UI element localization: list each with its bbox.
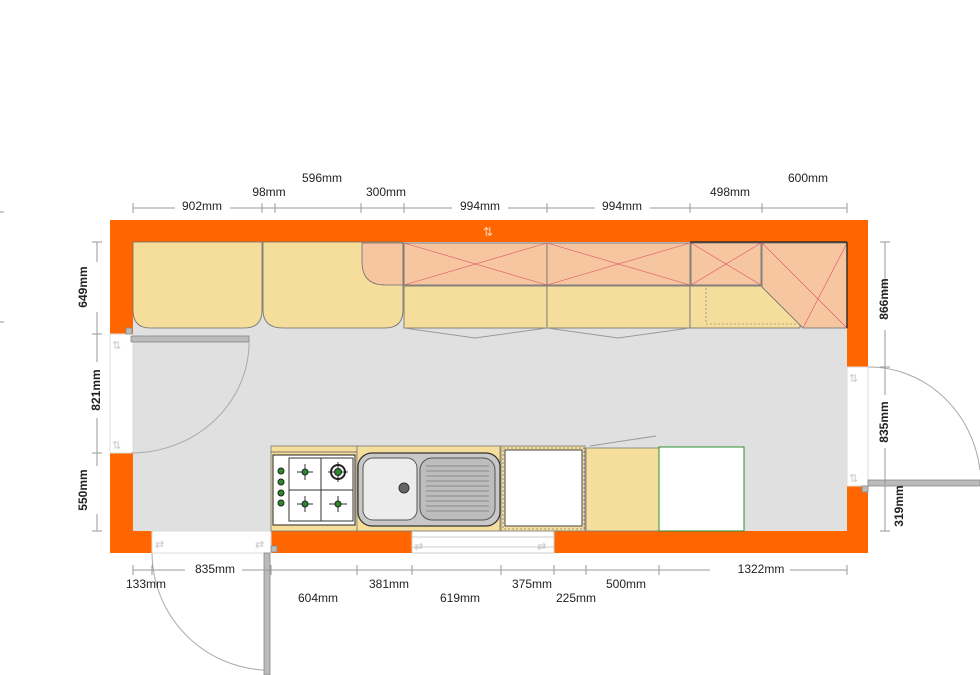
fridge <box>658 446 745 532</box>
svg-text:⇄: ⇄ <box>414 541 423 553</box>
base-cabinet <box>546 285 691 329</box>
dim-label: 994mm <box>602 199 642 213</box>
wall-right-upper <box>847 220 868 367</box>
wall-cabinet-corner <box>361 242 404 286</box>
sink-unit <box>356 445 501 532</box>
walls <box>110 220 868 553</box>
dim-label: 498mm <box>710 185 750 199</box>
door-left <box>125 327 250 454</box>
opening-arrow-icon: ⇅ <box>112 440 121 452</box>
dim-label: 1322mm <box>738 562 785 576</box>
dim-label: 619mm <box>440 591 480 605</box>
dim-label: 225mm <box>556 591 596 605</box>
door-leaf <box>130 335 250 343</box>
dim-label: 994mm <box>460 199 500 213</box>
opening-arrow-icon: ⇅ <box>112 340 121 352</box>
door-leaf <box>263 552 271 675</box>
dim-label: 866mm <box>877 278 891 319</box>
door-swing-icon <box>130 341 250 454</box>
wall-left-lower <box>110 453 133 553</box>
wall-cabinet-cross-marks <box>403 242 848 329</box>
base-cabinet <box>585 447 660 532</box>
door-right <box>861 366 980 493</box>
wall-top <box>110 220 868 242</box>
dim-label: 835mm <box>195 562 235 576</box>
window: ⇄ ⇄ <box>411 530 555 554</box>
dim-label: 600mm <box>788 171 828 185</box>
dimension-lines <box>92 203 890 575</box>
wall-bottom-left-stub <box>110 531 152 553</box>
opening-arrow-icon: ⇄ <box>155 539 164 551</box>
sink-icon <box>357 452 501 527</box>
wall-bottom-right <box>554 531 868 553</box>
dim-label: 596mm <box>302 171 342 185</box>
door-leaf <box>867 479 980 487</box>
dim-label: 902mm <box>182 199 222 213</box>
wall-bottom-middle <box>271 531 412 553</box>
opening-arrow-icon: ⇅ <box>849 473 858 485</box>
door-bottom <box>151 545 278 675</box>
dim-label: 835mm <box>877 401 891 442</box>
bottom-right-cabinets <box>500 435 745 532</box>
dimension-labels: 596mm 600mm 98mm 300mm 498mm 902mm 994mm… <box>76 171 906 605</box>
dim-label: 375mm <box>512 577 552 591</box>
dim-label: 98mm <box>252 185 285 199</box>
window-icon <box>411 530 555 554</box>
corner-base-cabinet-left <box>132 241 263 329</box>
plinth-lines <box>403 327 691 339</box>
right-opening: ⇅ ⇅ <box>846 366 869 487</box>
door-swing-icon <box>867 366 980 471</box>
left-opening: ⇅ ⇅ <box>109 333 134 454</box>
dim-label: 821mm <box>89 369 103 410</box>
opening-arrow-icon: ⇄ <box>255 539 264 551</box>
svg-text:⇄: ⇄ <box>537 541 546 553</box>
gas-hob-icon <box>277 457 354 522</box>
dim-label: 649mm <box>76 266 90 307</box>
dim-label: 604mm <box>298 591 338 605</box>
dim-label: 319mm <box>892 485 906 526</box>
dim-label: 133mm <box>126 577 166 591</box>
dishwasher <box>504 449 583 527</box>
door-swing-icon <box>151 552 265 671</box>
hob-unit <box>270 445 358 532</box>
base-cabinet <box>403 285 548 329</box>
opening-arrow-icon: ⇅ <box>849 373 858 385</box>
dim-label: 381mm <box>369 577 409 591</box>
dim-label: 550mm <box>76 469 90 510</box>
opening-arrow-icon: ⇅ <box>483 225 493 239</box>
bottom-left-opening: ⇄ ⇄ <box>151 530 272 554</box>
wall-left-upper <box>110 220 133 334</box>
dim-label: 300mm <box>366 185 406 199</box>
dim-label: 500mm <box>606 577 646 591</box>
